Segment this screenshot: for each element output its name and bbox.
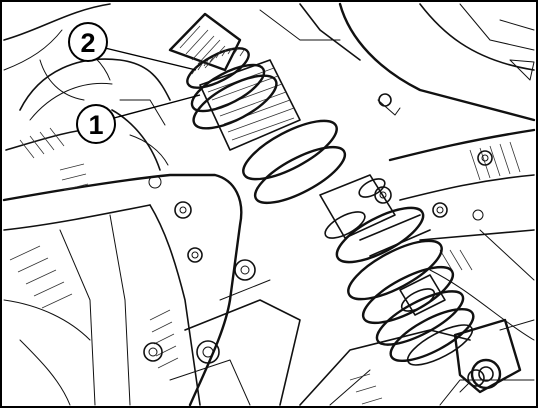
callout-2: 2 — [68, 22, 197, 71]
leader-line-2 — [104, 47, 197, 71]
callout-label-1: 1 — [88, 110, 103, 140]
locknut-ring — [186, 47, 250, 89]
callout-label-2: 2 — [80, 28, 95, 58]
spring-seat — [192, 74, 278, 130]
shock-spring — [242, 119, 465, 346]
leader-line-1 — [113, 94, 201, 119]
callout-1: 1 — [76, 94, 201, 144]
callout-circle-1 — [76, 104, 116, 144]
shock-absorber — [168, 12, 522, 394]
preload-ring — [190, 63, 266, 113]
callout-circle-2 — [68, 22, 108, 62]
